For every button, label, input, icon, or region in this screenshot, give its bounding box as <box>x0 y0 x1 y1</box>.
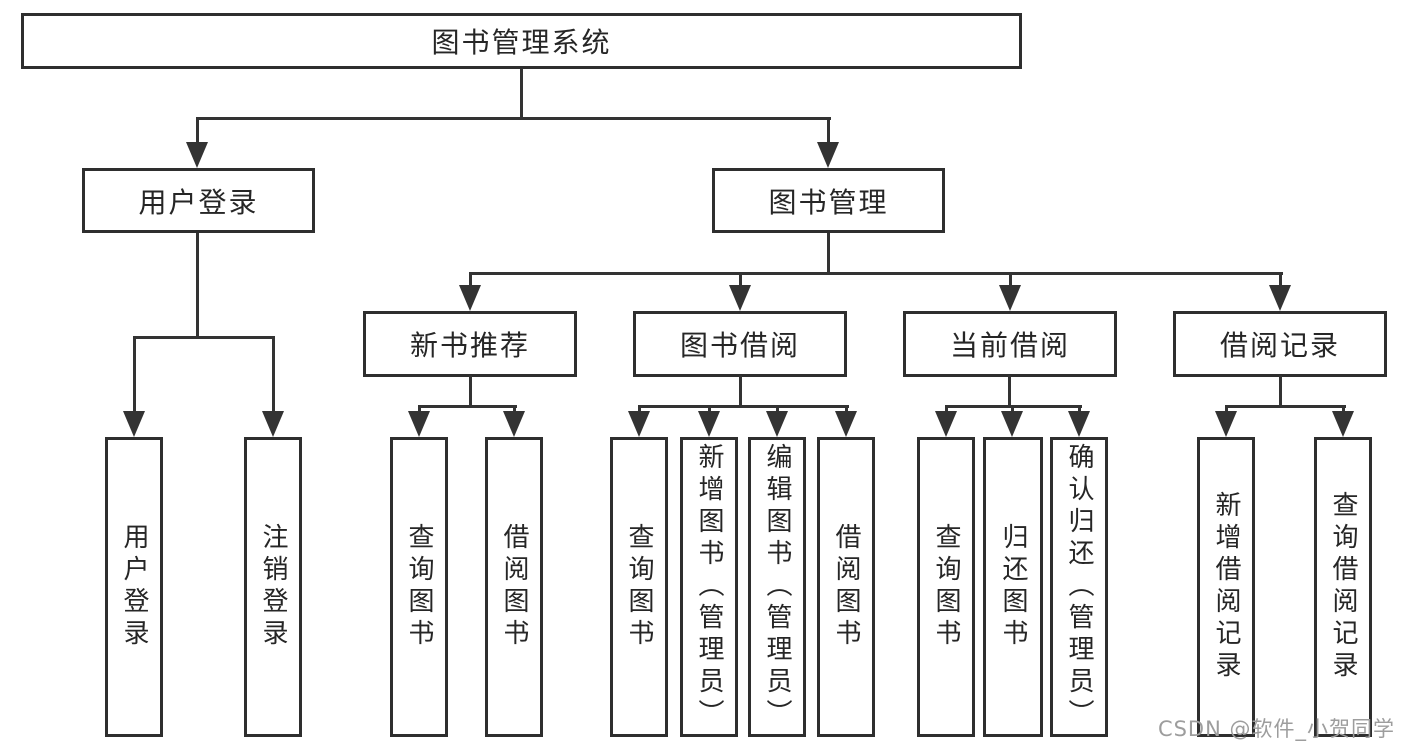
node-user-login-label: 用户登录 <box>138 185 259 219</box>
connector-segment <box>638 405 641 414</box>
node-root: 图书管理系统 <box>21 13 1022 69</box>
connector-segment <box>1279 375 1282 408</box>
connector-segment <box>638 405 849 408</box>
leaf-newbooks-query: 查询图书 <box>390 437 448 737</box>
connector-segment <box>827 117 830 147</box>
connector-segment <box>272 336 275 414</box>
node-book-management: 图书管理 <box>712 168 945 233</box>
connector-segment <box>827 233 830 275</box>
node-root-label: 图书管理系统 <box>431 26 612 59</box>
connector-segment <box>1011 405 1014 414</box>
leaf-current-return-label: 归还图书 <box>998 523 1028 651</box>
node-book-borrow: 图书借阅 <box>633 311 847 377</box>
watermark-text: CSDN @软件_小贺同学 <box>1157 717 1395 741</box>
arrowhead-down <box>729 285 751 311</box>
leaf-logout-label: 注销登录 <box>258 523 288 651</box>
connector-segment <box>469 375 472 408</box>
node-borrow-records: 借阅记录 <box>1173 311 1387 377</box>
leaf-borrow-borrow: 借阅图书 <box>817 437 875 737</box>
connector-segment <box>513 405 516 414</box>
leaf-current-confirm-admin: 确认归还（管理员） <box>1050 437 1108 737</box>
arrowhead-down <box>186 142 208 168</box>
connector-segment <box>776 405 779 414</box>
arrowhead-down <box>1215 411 1237 437</box>
leaf-borrow-borrow-label: 借阅图书 <box>831 523 861 651</box>
leaf-newbooks-borrow: 借阅图书 <box>485 437 543 737</box>
arrowhead-down <box>1269 285 1291 311</box>
leaf-borrow-query: 查询图书 <box>610 437 668 737</box>
node-new-book-recommend: 新书推荐 <box>363 311 577 377</box>
connector-segment <box>739 272 742 288</box>
arrowhead-down <box>1332 411 1354 437</box>
connector-segment <box>196 117 831 120</box>
node-user-login: 用户登录 <box>82 168 315 233</box>
connector-segment <box>1279 272 1282 288</box>
arrowhead-down <box>123 411 145 437</box>
leaf-current-confirm-admin-label: 确认归还（管理员） <box>1064 443 1094 731</box>
connector-segment <box>1225 405 1228 414</box>
leaf-records-query-label: 查询借阅记录 <box>1328 491 1358 683</box>
leaf-borrow-edit-admin-label: 编辑图书（管理员） <box>762 443 792 731</box>
arrowhead-down <box>766 411 788 437</box>
arrowhead-down <box>628 411 650 437</box>
arrowhead-down <box>503 411 525 437</box>
connector-segment <box>469 272 1283 275</box>
arrowhead-down <box>1068 411 1090 437</box>
connector-segment <box>520 68 523 120</box>
connector-segment <box>196 233 199 339</box>
leaf-records-query: 查询借阅记录 <box>1314 437 1372 737</box>
arrowhead-down <box>698 411 720 437</box>
connector-segment <box>1009 272 1012 288</box>
arrowhead-down <box>1001 411 1023 437</box>
node-current-borrow-label: 当前借阅 <box>949 329 1070 362</box>
arrowhead-down <box>262 411 284 437</box>
connector-segment <box>1008 375 1011 408</box>
connector-segment <box>133 336 275 339</box>
leaf-newbooks-borrow-label: 借阅图书 <box>499 523 529 651</box>
arrowhead-down <box>835 411 857 437</box>
leaf-borrow-edit-admin: 编辑图书（管理员） <box>748 437 806 737</box>
connector-segment <box>196 117 199 147</box>
leaf-user-login-label: 用户登录 <box>119 523 149 651</box>
connector-segment <box>418 405 517 408</box>
arrowhead-down <box>459 285 481 311</box>
leaf-borrow-query-label: 查询图书 <box>624 523 654 651</box>
connector-segment <box>1342 405 1345 414</box>
arrowhead-down <box>408 411 430 437</box>
node-new-book-recommend-label: 新书推荐 <box>409 329 530 362</box>
arrowhead-down <box>817 142 839 168</box>
leaf-records-add: 新增借阅记录 <box>1197 437 1255 737</box>
connector-segment <box>1078 405 1081 414</box>
arrowhead-down <box>999 285 1021 311</box>
connector-segment <box>133 336 136 414</box>
leaf-records-add-label: 新增借阅记录 <box>1211 491 1241 683</box>
node-book-borrow-label: 图书借阅 <box>679 329 800 362</box>
node-current-borrow: 当前借阅 <box>903 311 1117 377</box>
leaf-current-query-label: 查询图书 <box>931 523 961 651</box>
node-borrow-records-label: 借阅记录 <box>1219 329 1340 362</box>
connector-segment <box>739 375 742 408</box>
connector-segment <box>418 405 421 414</box>
leaf-borrow-add-admin-label: 新增图书（管理员） <box>694 443 724 731</box>
connector-segment <box>708 405 711 414</box>
leaf-current-return: 归还图书 <box>983 437 1043 737</box>
leaf-borrow-add-admin: 新增图书（管理员） <box>680 437 738 737</box>
leaf-user-login: 用户登录 <box>105 437 163 737</box>
connector-segment <box>1225 405 1346 408</box>
leaf-logout: 注销登录 <box>244 437 302 737</box>
leaf-newbooks-query-label: 查询图书 <box>404 523 434 651</box>
connector-segment <box>945 405 948 414</box>
connector-segment <box>845 405 848 414</box>
node-book-management-label: 图书管理 <box>768 185 889 219</box>
leaf-current-query: 查询图书 <box>917 437 975 737</box>
connector-segment <box>469 272 472 288</box>
arrowhead-down <box>935 411 957 437</box>
